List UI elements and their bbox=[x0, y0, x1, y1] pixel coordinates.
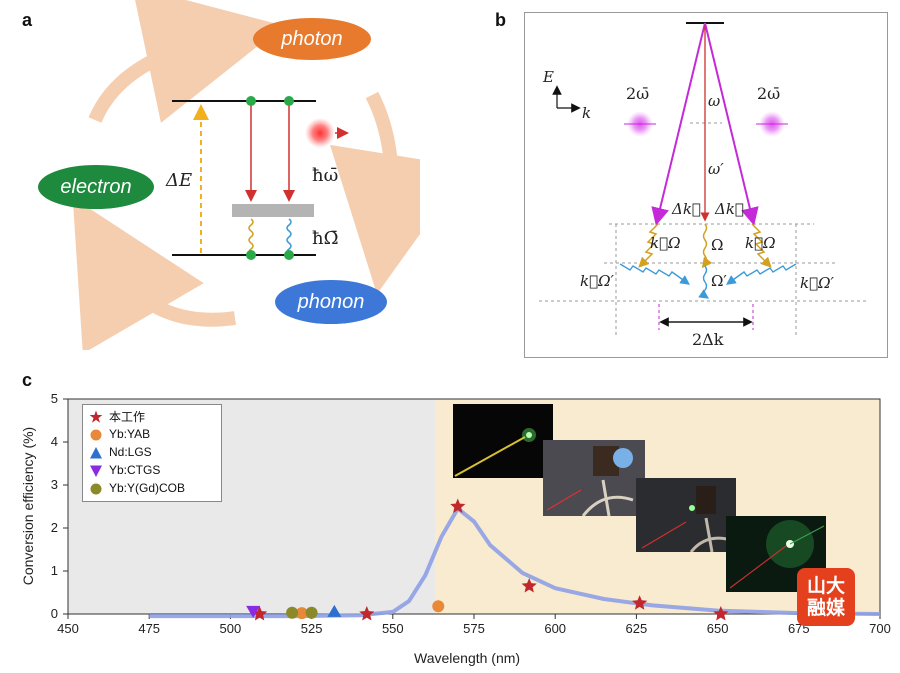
x-axis-label: Wavelength (nm) bbox=[414, 650, 521, 666]
omega-label: ω bbox=[708, 92, 721, 110]
inset-photo-2 bbox=[543, 440, 645, 516]
star-marker-icon bbox=[89, 410, 103, 423]
hbar-Omega-label: ħΩ̄ bbox=[312, 228, 339, 249]
y-tick-label: 3 bbox=[51, 477, 58, 492]
legend-item-4: Yb:CTGS bbox=[83, 462, 160, 478]
panel-b-diagram bbox=[524, 12, 888, 358]
legend-item-1: 本工作 bbox=[83, 408, 145, 424]
legend-item-5: Yb:Y(Gd)COB bbox=[83, 480, 185, 496]
data-point-s1-1 bbox=[252, 606, 268, 621]
Omega-prime-label: Ω′ bbox=[711, 272, 727, 290]
photon-bubble: photon bbox=[253, 18, 371, 60]
legend-label-1: 本工作 bbox=[109, 409, 146, 424]
data-point-s5-2 bbox=[305, 606, 318, 619]
two-omega-left: 2ω̄ bbox=[626, 84, 650, 103]
x-tick-label: 525 bbox=[301, 621, 323, 636]
inset-photo-3 bbox=[636, 478, 736, 552]
k-omega-right-label: k⃗Ω bbox=[745, 234, 776, 252]
cycle-arrow-top bbox=[88, 0, 284, 123]
k-omega-prime-left-label: k⃗Ω′ bbox=[580, 272, 614, 290]
triangle-up-marker-icon bbox=[90, 447, 102, 459]
axis-k-label: k bbox=[582, 104, 592, 122]
hbar-omega-label: ħω̄ bbox=[312, 165, 339, 186]
y-tick-label: 1 bbox=[51, 563, 58, 578]
cycle-arrow-right bbox=[329, 91, 420, 295]
chart-legend: 本工作 Yb:YAB Nd:LGS Yb:CTGS Yb:Y(Gd)COB bbox=[82, 404, 222, 502]
y-axis-label: Conversion efficiency (%) bbox=[20, 426, 36, 586]
data-point-s1-5 bbox=[632, 595, 648, 610]
delta-k-right-label: Δk⃗ bbox=[715, 200, 744, 218]
x-tick-label: 575 bbox=[463, 621, 485, 636]
panel-a-label: a bbox=[22, 10, 33, 30]
two-omega-right: 2ω̄ bbox=[757, 84, 781, 103]
panel-a-diagram bbox=[72, 0, 420, 350]
legend-label-4: Yb:CTGS bbox=[109, 463, 161, 477]
panel-c-label: c bbox=[22, 370, 33, 390]
y-tick-label: 5 bbox=[51, 391, 58, 406]
inset-photo-1 bbox=[453, 404, 553, 478]
x-tick-label: 700 bbox=[869, 621, 891, 636]
legend-label-3: Nd:LGS bbox=[109, 445, 152, 459]
panel-b-label: b bbox=[495, 10, 506, 30]
data-point-s1-6 bbox=[713, 606, 729, 621]
delta-k-left-label: Δk⃖ bbox=[672, 200, 701, 218]
x-tick-label: 475 bbox=[138, 621, 160, 636]
data-point-s1-4 bbox=[521, 578, 537, 593]
data-point-s1-3 bbox=[450, 498, 466, 513]
k-omega-left-label: k⃖Ω bbox=[650, 234, 681, 252]
legend-item-2: Yb:YAB bbox=[83, 426, 150, 442]
axis-e-label: E bbox=[543, 68, 554, 86]
watermark-text: 山大融媒 bbox=[806, 575, 845, 619]
Omega-label: Ω bbox=[711, 236, 724, 254]
triangle-down-marker-icon bbox=[90, 465, 102, 477]
x-tick-label: 625 bbox=[626, 621, 648, 636]
legend-item-3: Nd:LGS bbox=[83, 444, 152, 460]
y-tick-label: 2 bbox=[51, 520, 58, 535]
legend-label-5: Yb:Y(Gd)COB bbox=[109, 481, 186, 495]
data-point-s3-1 bbox=[327, 604, 342, 617]
phonon-bubble: phonon bbox=[275, 280, 387, 324]
y-tick-label: 0 bbox=[51, 606, 58, 621]
two-delta-k-label: 2Δk bbox=[692, 330, 724, 349]
x-tick-label: 450 bbox=[57, 621, 79, 636]
cycle-arrow-bottom bbox=[72, 197, 236, 350]
data-point-s4-1 bbox=[246, 605, 261, 618]
data-point-s1-2 bbox=[359, 606, 375, 621]
x-tick-label: 650 bbox=[707, 621, 729, 636]
k-omega-prime-right-label: k⃖Ω′ bbox=[800, 274, 834, 292]
watermark-logo: 山大融媒 bbox=[797, 568, 855, 626]
data-point-s2-1 bbox=[295, 607, 308, 620]
legend-label-2: Yb:YAB bbox=[109, 427, 151, 441]
circle-marker-icon bbox=[90, 429, 102, 441]
delta-e-label: ΔE bbox=[166, 170, 193, 191]
data-point-s2-2 bbox=[432, 600, 445, 613]
data-point-s5-1 bbox=[286, 606, 299, 619]
omega-prime-label: ω′ bbox=[708, 160, 724, 178]
x-tick-label: 550 bbox=[382, 621, 404, 636]
electron-bubble: electron bbox=[38, 165, 154, 209]
x-tick-label: 600 bbox=[544, 621, 566, 636]
x-tick-label: 500 bbox=[220, 621, 242, 636]
y-tick-label: 4 bbox=[51, 434, 58, 449]
circle-marker-icon bbox=[90, 483, 102, 495]
